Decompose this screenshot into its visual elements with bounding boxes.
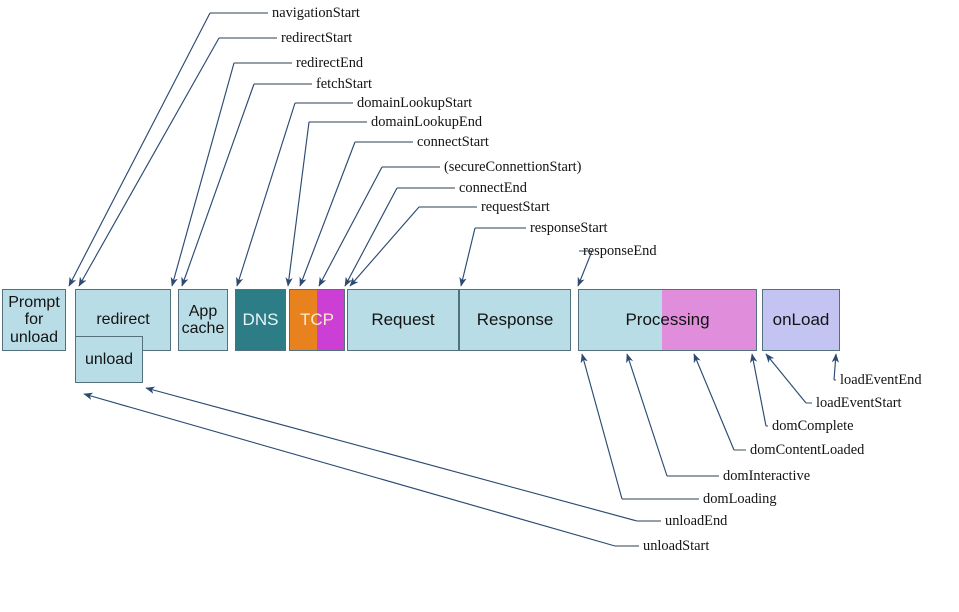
phase-box-response: Response	[459, 289, 571, 351]
marker-label-responseStart: responseStart	[530, 220, 608, 236]
leader-domComplete	[750, 353, 768, 427]
marker-label-domainLookupEnd: domainLookupEnd	[371, 114, 483, 130]
leader-domainLookupEnd	[285, 121, 367, 287]
marker-label-domLoading: domLoading	[703, 491, 777, 507]
leader-unloadStart	[83, 392, 639, 547]
segment-processing-dom-segment	[662, 290, 756, 350]
marker-label-secureConnectionStart: (secureConnettionStart)	[444, 159, 582, 175]
marker-label-connectEnd: connectEnd	[459, 180, 527, 196]
leader-connectEnd	[344, 187, 455, 287]
leader-requestStart	[349, 206, 477, 287]
phase-box-unload: unload	[75, 336, 143, 383]
phase-box-dns: DNS	[235, 289, 286, 351]
marker-label-domComplete: domComplete	[772, 418, 854, 434]
leader-redirectStart	[78, 37, 277, 287]
phase-label-response: Response	[476, 309, 554, 329]
phase-box-onload: onLoad	[762, 289, 840, 351]
marker-label-connectStart: connectStart	[417, 134, 489, 150]
leader-loadEventEnd	[831, 353, 840, 381]
marker-label-domainLookupStart: domainLookupStart	[357, 95, 473, 111]
marker-label-requestStart: requestStart	[481, 199, 550, 215]
segment-tcp-secure-segment	[317, 290, 344, 350]
marker-label-fetchStart: fetchStart	[316, 76, 372, 92]
leader-secureConnectionStart	[318, 166, 440, 287]
phase-label-unload: unload	[84, 350, 134, 368]
leader-domLoading	[580, 353, 699, 500]
marker-label-redirectStart: redirectStart	[281, 30, 353, 46]
marker-label-redirectEnd: redirectEnd	[296, 55, 364, 71]
marker-label-unloadEnd: unloadEnd	[665, 513, 728, 529]
leader-unloadEnd	[145, 386, 661, 522]
phase-box-processing: Processing	[578, 289, 757, 351]
leader-responseEnd	[577, 250, 593, 287]
leader-domInteractive	[626, 353, 719, 477]
leader-connectStart	[299, 141, 413, 287]
leader-loadEventStart	[765, 353, 812, 404]
leader-responseStart	[459, 227, 526, 287]
leader-navigationStart	[68, 12, 268, 287]
phase-label-request: Request	[371, 309, 435, 329]
marker-label-unloadStart: unloadStart	[643, 538, 710, 554]
leader-fetchStart	[181, 83, 312, 287]
phase-label-processing: Processing	[625, 309, 710, 329]
phase-box-request: Request	[347, 289, 459, 351]
marker-label-domContentLoaded: domContentLoaded	[750, 442, 865, 458]
phase-label-dns: DNS	[242, 309, 279, 329]
phase-label-tcp: TCP	[300, 309, 334, 329]
marker-label-responseEnd: responseEnd	[583, 243, 657, 259]
phase-box-tcp: TCP	[289, 289, 345, 351]
leader-domainLookupStart	[236, 102, 353, 287]
marker-label-domInteractive: domInteractive	[723, 468, 811, 484]
leader-redirectEnd	[170, 62, 292, 287]
marker-label-navigationStart: navigationStart	[272, 5, 360, 21]
phase-label-onload: onLoad	[772, 309, 830, 329]
phase-label-redirect: redirect	[96, 311, 150, 329]
leader-domContentLoaded	[693, 353, 746, 451]
marker-label-loadEventEnd: loadEventEnd	[840, 372, 922, 388]
marker-label-loadEventStart: loadEventStart	[816, 395, 902, 411]
